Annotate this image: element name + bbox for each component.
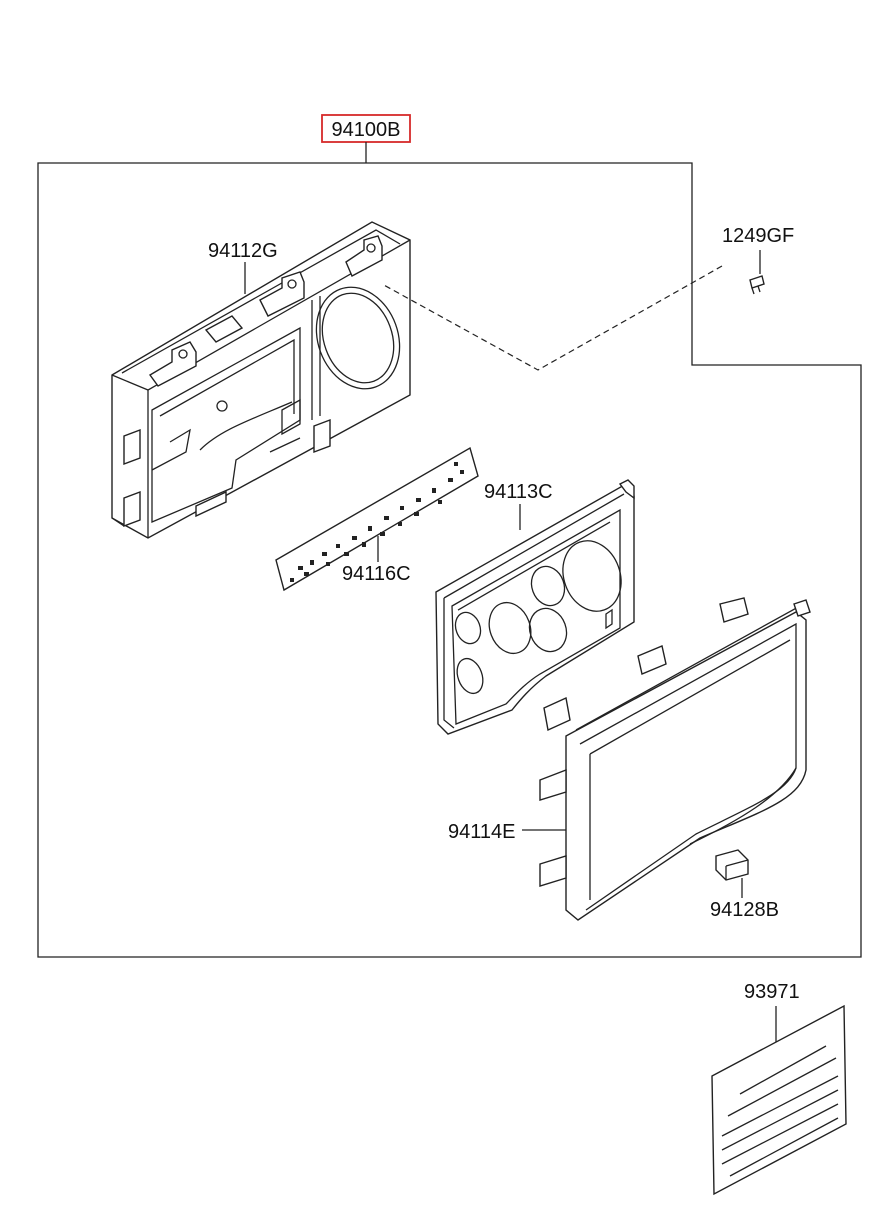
cluster-case: [111, 221, 411, 539]
case-label: 94112G: [208, 240, 278, 262]
lens-cover: [539, 597, 811, 921]
screw-label: 1249GF: [722, 225, 794, 247]
pcb-label: 94116C: [342, 563, 411, 585]
dial-mask: [435, 479, 635, 735]
glass-label: 94114E: [448, 821, 515, 843]
clip-label: 94128B: [710, 899, 779, 921]
assembly-label-box[interactable]: 94100B: [321, 114, 411, 143]
small-clip: [715, 849, 749, 881]
assembly-label: 94100B: [332, 119, 401, 141]
mask-label: 94113C: [484, 481, 553, 503]
label-plate-label: 93971: [744, 981, 800, 1003]
assembly-outline: [37, 162, 862, 958]
circuit-board: [275, 446, 479, 592]
label-plate: [711, 1004, 847, 1196]
screw: [749, 275, 765, 295]
screw-fit-line: [381, 265, 723, 371]
